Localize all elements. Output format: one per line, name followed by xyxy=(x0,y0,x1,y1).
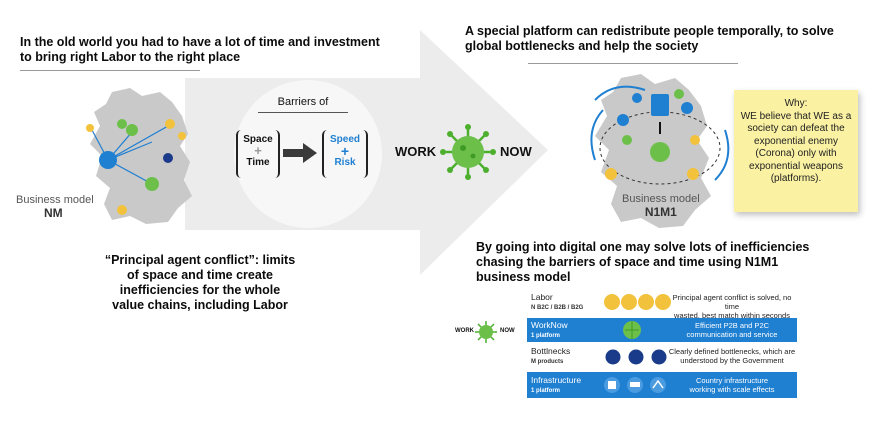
why-note-title: Why: xyxy=(784,98,808,109)
why-note-line6: (platforms). xyxy=(770,173,822,184)
germany-map-right xyxy=(590,74,730,228)
globe-icon xyxy=(623,321,641,339)
virus-icon xyxy=(440,124,496,180)
digital-line1: By going into digital one may solve lots… xyxy=(476,240,810,254)
why-note-line3: exponential enemy xyxy=(754,135,838,147)
space-label: Space xyxy=(243,134,273,145)
conflict-text: “Principal agent conflict”: limits of sp… xyxy=(85,253,315,313)
speed-risk-box: Speed + Risk xyxy=(322,130,368,178)
barriers-arrow-icon xyxy=(283,143,317,163)
right-heading-line2: global bottlenecks and help the society xyxy=(465,39,699,53)
row-worknow-title: WorkNow xyxy=(531,320,568,330)
left-heading-rule xyxy=(20,70,200,71)
left-model-label: Business model NM xyxy=(16,194,94,221)
row-worknow-desc2: communication and service xyxy=(686,330,778,339)
why-note-line2: society can defeat the xyxy=(747,123,845,134)
right-model-code: N1M1 xyxy=(644,205,677,219)
time-label: Time xyxy=(246,157,270,168)
small-virus-icon xyxy=(475,321,497,343)
small-work-label: WORK xyxy=(455,328,474,334)
infrastructure-icons xyxy=(604,377,666,393)
row-bottlenecks-desc1: Clearly defined bottlenecks, which are xyxy=(668,347,796,356)
labor-coins-icon xyxy=(604,294,671,310)
row-labor-desc2: wasted, best match within seconds xyxy=(674,311,790,320)
right-heading-line1: A special platform can redistribute peop… xyxy=(465,24,834,38)
row-worknow: WorkNow 1 platform Efficient P2B and P2C… xyxy=(527,318,797,342)
row-worknow-sub: 1 platform xyxy=(531,333,561,339)
left-heading-line1: In the old world you had to have a lot o… xyxy=(20,35,380,49)
why-note-line5: exponential weapons xyxy=(749,160,843,172)
why-note-line4: (Corona) only with xyxy=(755,148,837,159)
speed-risk-plus: + xyxy=(340,143,350,159)
row-infrastructure-desc2: working with scale effects xyxy=(689,385,775,394)
row-labor: Labor N B2C / B2B / B2G Principal agent … xyxy=(527,290,797,320)
barriers-rule xyxy=(258,112,348,113)
row-bottlenecks-desc2: understood by the Government xyxy=(680,356,784,365)
row-bottlenecks-desc: Clearly defined bottlenecks, which are u… xyxy=(667,347,797,365)
row-infrastructure: Infrastructure 1 platform Country infras… xyxy=(527,372,797,398)
row-infrastructure-title: Infrastructure xyxy=(531,375,582,385)
left-model-code: NM xyxy=(44,206,63,220)
bottleneck-products-icon xyxy=(605,349,667,365)
row-infrastructure-desc: Country infrastructure working with scal… xyxy=(667,376,797,394)
left-heading: In the old world you had to have a lot o… xyxy=(20,35,420,65)
why-note: Why: WE believe that WE as a society can… xyxy=(734,90,858,212)
right-model-label: Business model N1M1 xyxy=(622,193,700,220)
right-heading: A special platform can redistribute peop… xyxy=(465,24,875,54)
row-worknow-desc: Efficient P2B and P2C communication and … xyxy=(667,321,797,339)
space-time-plus: + xyxy=(254,143,262,158)
row-bottlenecks: Bottlnecks M products Clearly defined bo… xyxy=(527,344,797,370)
barriers-title: Barriers of xyxy=(258,96,348,108)
digital-line2: chasing the barriers of space and time u… xyxy=(476,255,779,269)
row-labor-title: Labor xyxy=(531,292,553,302)
digital-text: By going into digital one may solve lots… xyxy=(476,240,856,285)
conflict-line1: “Principal agent conflict”: limits xyxy=(104,253,296,267)
row-bottlenecks-title: Bottlnecks xyxy=(531,346,571,356)
left-model-label-text: Business model xyxy=(16,194,94,206)
row-labor-sub: N B2C / B2B / B2G xyxy=(531,305,584,311)
conflict-line3: inefficiencies for the whole xyxy=(119,283,281,297)
right-heading-rule xyxy=(528,63,738,64)
speed-label: Speed xyxy=(329,134,360,145)
germany-map-left xyxy=(86,88,192,224)
row-worknow-desc1: Efficient P2B and P2C xyxy=(694,321,770,330)
left-heading-line2: to bring right Labor to the right place xyxy=(20,50,241,64)
row-labor-desc1: Principal agent conflict is solved, no t… xyxy=(672,293,792,311)
digital-line3: business model xyxy=(476,270,571,284)
why-note-line1: WE believe that WE as a xyxy=(740,110,852,122)
row-infrastructure-sub: 1 platform xyxy=(531,388,561,394)
right-model-label-text: Business model xyxy=(622,193,700,205)
conflict-line4: value chains, including Labor xyxy=(112,298,288,312)
row-infrastructure-desc1: Country infrastructure xyxy=(695,376,769,385)
row-bottlenecks-sub: M products xyxy=(531,359,564,365)
space-time-box: Space + Time xyxy=(236,130,280,178)
risk-label: Risk xyxy=(334,157,356,168)
row-labor-desc: Principal agent conflict is solved, no t… xyxy=(667,293,797,320)
work-label: WORK xyxy=(395,144,437,159)
now-label: NOW xyxy=(500,144,532,159)
barriers-title-text: Barriers of xyxy=(277,96,329,108)
conflict-line2: of space and time create xyxy=(127,268,273,282)
small-now-label: NOW xyxy=(500,328,515,334)
